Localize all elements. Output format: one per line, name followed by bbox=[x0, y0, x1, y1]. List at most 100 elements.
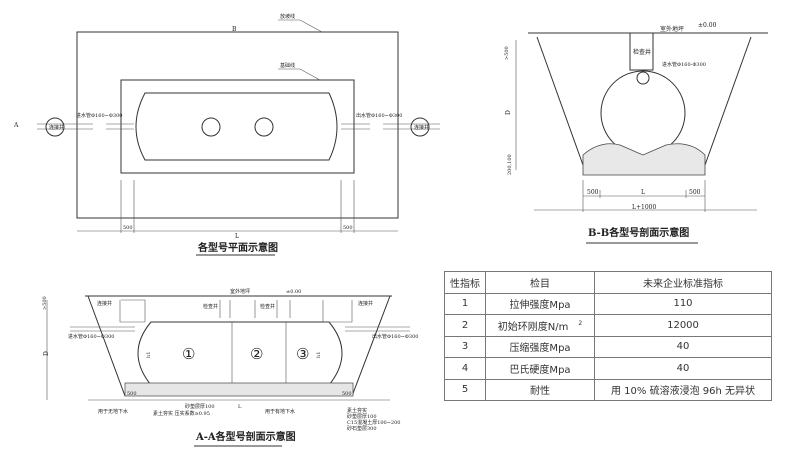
cell: 4 bbox=[444, 357, 486, 380]
depth-top: >500 bbox=[42, 296, 48, 310]
table-row: 2 初始环刚度N/m 2 12000 bbox=[444, 314, 772, 337]
cell: 40 bbox=[594, 357, 772, 380]
level-label: ±0.00 bbox=[698, 22, 717, 29]
chamber-2: ② bbox=[250, 345, 263, 363]
well-left-label: 连接井 bbox=[49, 124, 64, 131]
bb-section: ±0.00 室外地坪 检查井 进水管Φ160-Φ300 >500 D 200,1… bbox=[504, 22, 768, 244]
cell: 初始环刚度N/m 2 bbox=[485, 314, 595, 337]
table-header: 性指标 检目 未来企业标准指标 bbox=[444, 271, 772, 294]
plan-view: 连接井 连接井 进水管Φ160~Φ300 出水管Φ160~Φ300 放坡线 基础… bbox=[13, 13, 440, 256]
cell: 3 bbox=[444, 335, 486, 358]
header-cell: 性指标 bbox=[444, 271, 486, 294]
aa-title: A-A各型号剖面示意图 bbox=[195, 430, 296, 443]
chamber-3: ③ bbox=[296, 345, 309, 363]
note-sand-2: 砂垫层厚100 bbox=[347, 413, 377, 420]
aa-section: 室外地坪 ±0.00 连接井 连接井 检查井 检查井 ① ② ③ 进水管Φ160… bbox=[42, 288, 418, 447]
inlet-label: 进水管Φ160-Φ300 bbox=[662, 61, 706, 68]
bb-title: B-B各型号剖面示意图 bbox=[588, 226, 689, 239]
note-soil: 素土夯实 bbox=[347, 407, 367, 414]
cell: 1 bbox=[444, 292, 486, 315]
foundation-boundary bbox=[120, 79, 355, 174]
outlet-label: 出水管Φ160~Φ300 bbox=[356, 112, 402, 119]
section-mark-a: A bbox=[13, 122, 19, 129]
level-label: ±0.00 bbox=[286, 289, 301, 295]
dim-500a: 500 bbox=[127, 391, 137, 397]
manhole-2 bbox=[254, 117, 274, 137]
dim-l: L bbox=[641, 189, 645, 196]
cell: 压缩强度Mpa bbox=[485, 335, 595, 358]
inlet-label: 进水管Φ160~Φ300 bbox=[76, 112, 122, 119]
leaders bbox=[278, 19, 323, 81]
depth-bottom: 200,100 bbox=[507, 154, 513, 175]
tank-outline bbox=[135, 92, 338, 161]
dim-500a: 500 bbox=[587, 189, 599, 196]
note-compaction: 素土夯实 压实系数≥0.95 bbox=[153, 410, 210, 417]
slope-boundary bbox=[76, 31, 399, 219]
depth-d: D bbox=[505, 110, 512, 115]
pipes bbox=[37, 123, 440, 130]
ground-label: 室外地坪 bbox=[230, 288, 250, 295]
dim-l: L bbox=[238, 404, 242, 410]
slope-line-label: 放坡线 bbox=[280, 13, 295, 20]
aa-pipes-dims bbox=[46, 300, 410, 401]
superscript: 2 bbox=[578, 320, 583, 328]
well-right-label: 连接井 bbox=[414, 124, 429, 131]
outlet-label: 出水管Φ160~Φ300 bbox=[372, 333, 418, 340]
wells-and-baffles bbox=[119, 299, 353, 385]
note-sand: 砂垫层厚100 bbox=[185, 403, 215, 410]
tank-longitudinal bbox=[137, 321, 343, 386]
cell: 12000 bbox=[594, 314, 772, 337]
depth-top: >500 bbox=[504, 46, 510, 60]
base-line-label: 基础线 bbox=[280, 62, 295, 69]
connection-well-right bbox=[410, 117, 430, 137]
dim-500b: 500 bbox=[343, 225, 353, 231]
cell: 用 10% 硫溶液浸泡 96h 无异状 bbox=[594, 378, 772, 401]
inlet-label: 进水管Φ160~Φ300 bbox=[68, 333, 114, 340]
dim-500b: 500 bbox=[689, 189, 701, 196]
cell-text: 初始环刚度N/m bbox=[497, 321, 569, 333]
cell: 110 bbox=[594, 292, 772, 315]
header-cell: 检目 bbox=[485, 271, 595, 294]
section-mark-b: B bbox=[232, 26, 237, 33]
cell: 拉伸强度Mpa bbox=[485, 292, 595, 315]
bb-dimension-lines bbox=[515, 40, 757, 212]
note-groundwater: 用于有地下水 bbox=[265, 408, 295, 415]
cell: 2 bbox=[444, 314, 486, 337]
bedding bbox=[582, 143, 706, 176]
cell: 5 bbox=[444, 378, 486, 401]
ground-and-slope bbox=[85, 295, 392, 397]
inlet-pipe bbox=[636, 71, 650, 85]
h1-right: h1 bbox=[316, 352, 322, 358]
manhole-1 bbox=[201, 117, 221, 137]
dim-l1000: L+1000 bbox=[632, 204, 656, 211]
note-no-groundwater: 用于无地下水 bbox=[98, 408, 128, 415]
check-well-1-label: 检查井 bbox=[203, 303, 218, 310]
dim-l: L bbox=[235, 233, 239, 240]
aa-bedding bbox=[124, 382, 354, 397]
header-cell: 未来企业标准指标 bbox=[594, 271, 772, 294]
check-well-2-label: 检查井 bbox=[260, 303, 275, 310]
dim-500b: 500 bbox=[342, 391, 352, 397]
check-well bbox=[629, 32, 654, 71]
plan-title: 各型号平面示意图 bbox=[197, 241, 278, 254]
dim-500a: 500 bbox=[123, 225, 133, 231]
chamber-1: ① bbox=[182, 345, 195, 363]
note-gravel: 砂石垫层300 bbox=[347, 425, 377, 432]
check-well-label: 检查井 bbox=[633, 48, 651, 56]
depth-d: D bbox=[43, 351, 50, 356]
connection-well-left bbox=[45, 117, 65, 137]
ground-label: 室外地坪 bbox=[660, 25, 684, 33]
well-left-label: 连接井 bbox=[97, 300, 112, 307]
cell: 巴氏硬度Mpa bbox=[485, 357, 595, 380]
cell: 耐性 bbox=[485, 378, 595, 401]
cell: 40 bbox=[594, 335, 772, 358]
h1-left: h1 bbox=[146, 352, 152, 358]
plan-dimension-lines bbox=[77, 180, 398, 233]
well-right-label: 连接井 bbox=[358, 300, 373, 307]
